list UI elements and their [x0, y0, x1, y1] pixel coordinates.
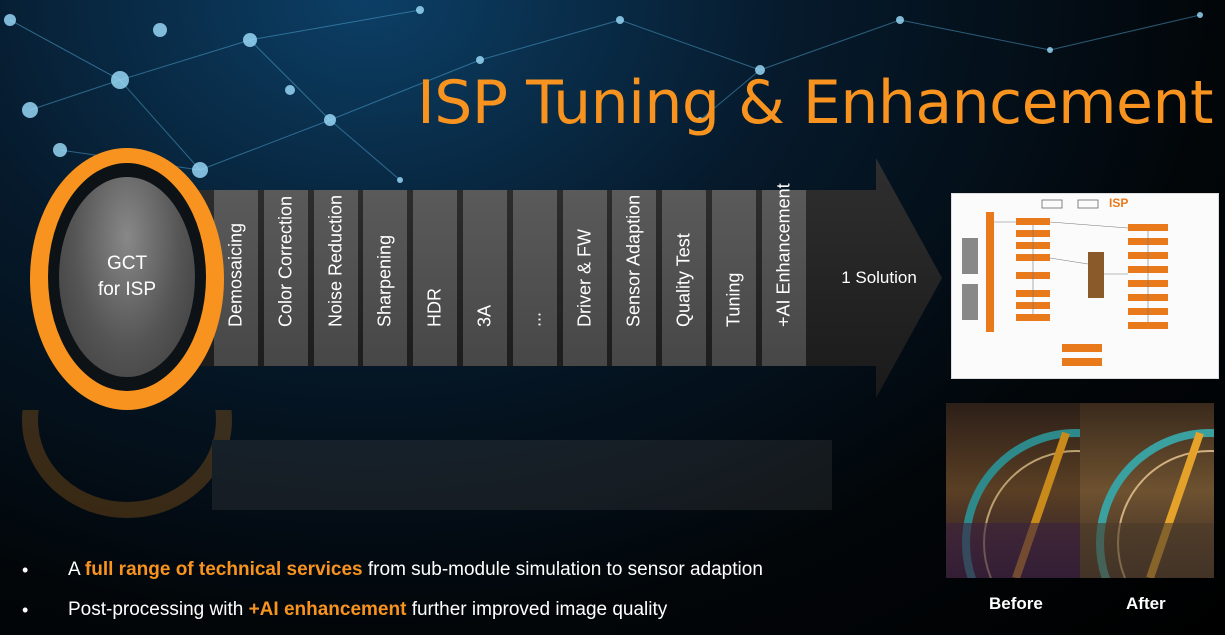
- solution-label: 1 Solution: [841, 268, 917, 287]
- module-8: Sensor Adaption: [612, 190, 657, 366]
- module-label: Demosaicing: [225, 222, 246, 327]
- module-label: Driver & FW: [574, 229, 595, 327]
- isp-block-diagram: ISP: [951, 193, 1219, 379]
- isp-diagram-label: ISP: [1109, 196, 1129, 210]
- bullet-pre: A: [68, 559, 85, 580]
- bullet-item: • Post-processing with +AI enhancement f…: [22, 590, 763, 630]
- module-1: Color Correction: [263, 190, 308, 366]
- module-9: Quality Test: [662, 190, 707, 366]
- module-label: HDR: [424, 288, 445, 327]
- module-7: Driver & FW: [562, 190, 607, 366]
- page-title: ISP Tuning & Enhancement: [417, 68, 1213, 138]
- after-caption: After: [1126, 594, 1166, 613]
- before-image: [946, 403, 1080, 578]
- bullet-dot: •: [22, 599, 29, 620]
- bullet-item: • A full range of technical services fro…: [22, 550, 763, 590]
- gct-circle: GCT for ISP: [59, 177, 195, 377]
- module-2: Noise Reduction: [313, 190, 358, 366]
- module-3: Sharpening: [363, 190, 408, 366]
- module-6: ...: [512, 190, 557, 366]
- module-label: 3A: [474, 304, 495, 327]
- bullet-highlight: +AI enhancement: [248, 599, 407, 620]
- module-10: Tuning: [712, 190, 756, 366]
- network-background: [4, 6, 1203, 183]
- before-caption: Before: [989, 594, 1043, 613]
- bullet-pre: Post-processing with: [68, 599, 249, 620]
- module-label: Tuning: [723, 272, 744, 327]
- module-5: 3A: [463, 190, 507, 366]
- reflection: [22, 410, 832, 518]
- module-label: Noise Reduction: [325, 194, 346, 327]
- module-label: Sensor Adaption: [623, 194, 644, 327]
- gct-line2: for ISP: [97, 279, 157, 300]
- bullet-dot: •: [22, 559, 29, 580]
- module-4: HDR: [413, 190, 458, 366]
- bullet-post: from sub-module simulation to sensor ada…: [362, 559, 763, 580]
- after-image: [1080, 403, 1214, 578]
- bullet-highlight: full range of technical services: [84, 559, 363, 580]
- gct-line1: GCT: [106, 253, 148, 274]
- module-11: +AI Enhancement: [761, 183, 806, 366]
- module-label: Quality Test: [673, 233, 694, 327]
- module-label: ...: [524, 311, 545, 327]
- module-label: Sharpening: [374, 234, 395, 327]
- module-label: +AI Enhancement: [773, 183, 794, 327]
- module-label: Color Correction: [275, 195, 296, 327]
- bullet-post: further improved image quality: [406, 599, 668, 620]
- bullet-text: Post-processing with +AI enhancement fur…: [68, 599, 667, 621]
- isp-diagram-graphic: [962, 199, 1168, 366]
- bullet-text: A full range of technical services from …: [68, 559, 763, 581]
- bullet-list: • A full range of technical services fro…: [22, 550, 763, 630]
